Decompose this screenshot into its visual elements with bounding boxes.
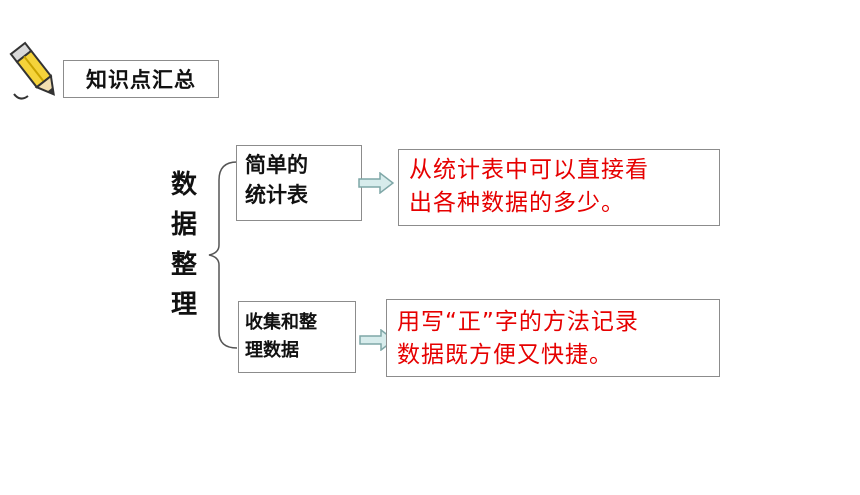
branch-label-box: 收集和整 理数据 — [238, 301, 356, 373]
branch-label-line: 简单的 — [245, 153, 308, 177]
root-char: 据 — [170, 210, 197, 240]
branch-label-box: 简单的 统计表 — [236, 145, 362, 221]
note-line: 用写“正”字的方法记录 — [397, 309, 639, 335]
pencil-icon — [9, 41, 55, 100]
branch-label-line: 收集和整 — [245, 312, 317, 333]
branch-label-line: 理数据 — [245, 340, 299, 361]
arrow-right-icon — [358, 172, 394, 194]
note-box: 用写“正”字的方法记录 数据既方便又快捷。 — [386, 299, 720, 377]
note-line: 从统计表中可以直接看 — [409, 157, 649, 183]
note-line: 数据既方便又快捷。 — [397, 342, 613, 368]
bracket-connector — [208, 161, 238, 349]
root-char: 数 — [170, 170, 197, 200]
note-line: 出各种数据的多少。 — [409, 190, 625, 216]
section-title: 知识点汇总 — [63, 60, 219, 98]
note-box: 从统计表中可以直接看 出各种数据的多少。 — [398, 149, 720, 226]
branch-label-line: 统计表 — [245, 183, 308, 207]
root-node-label: 数 据 整 理 — [166, 165, 202, 325]
root-char: 理 — [170, 290, 197, 320]
root-char: 整 — [170, 250, 197, 280]
